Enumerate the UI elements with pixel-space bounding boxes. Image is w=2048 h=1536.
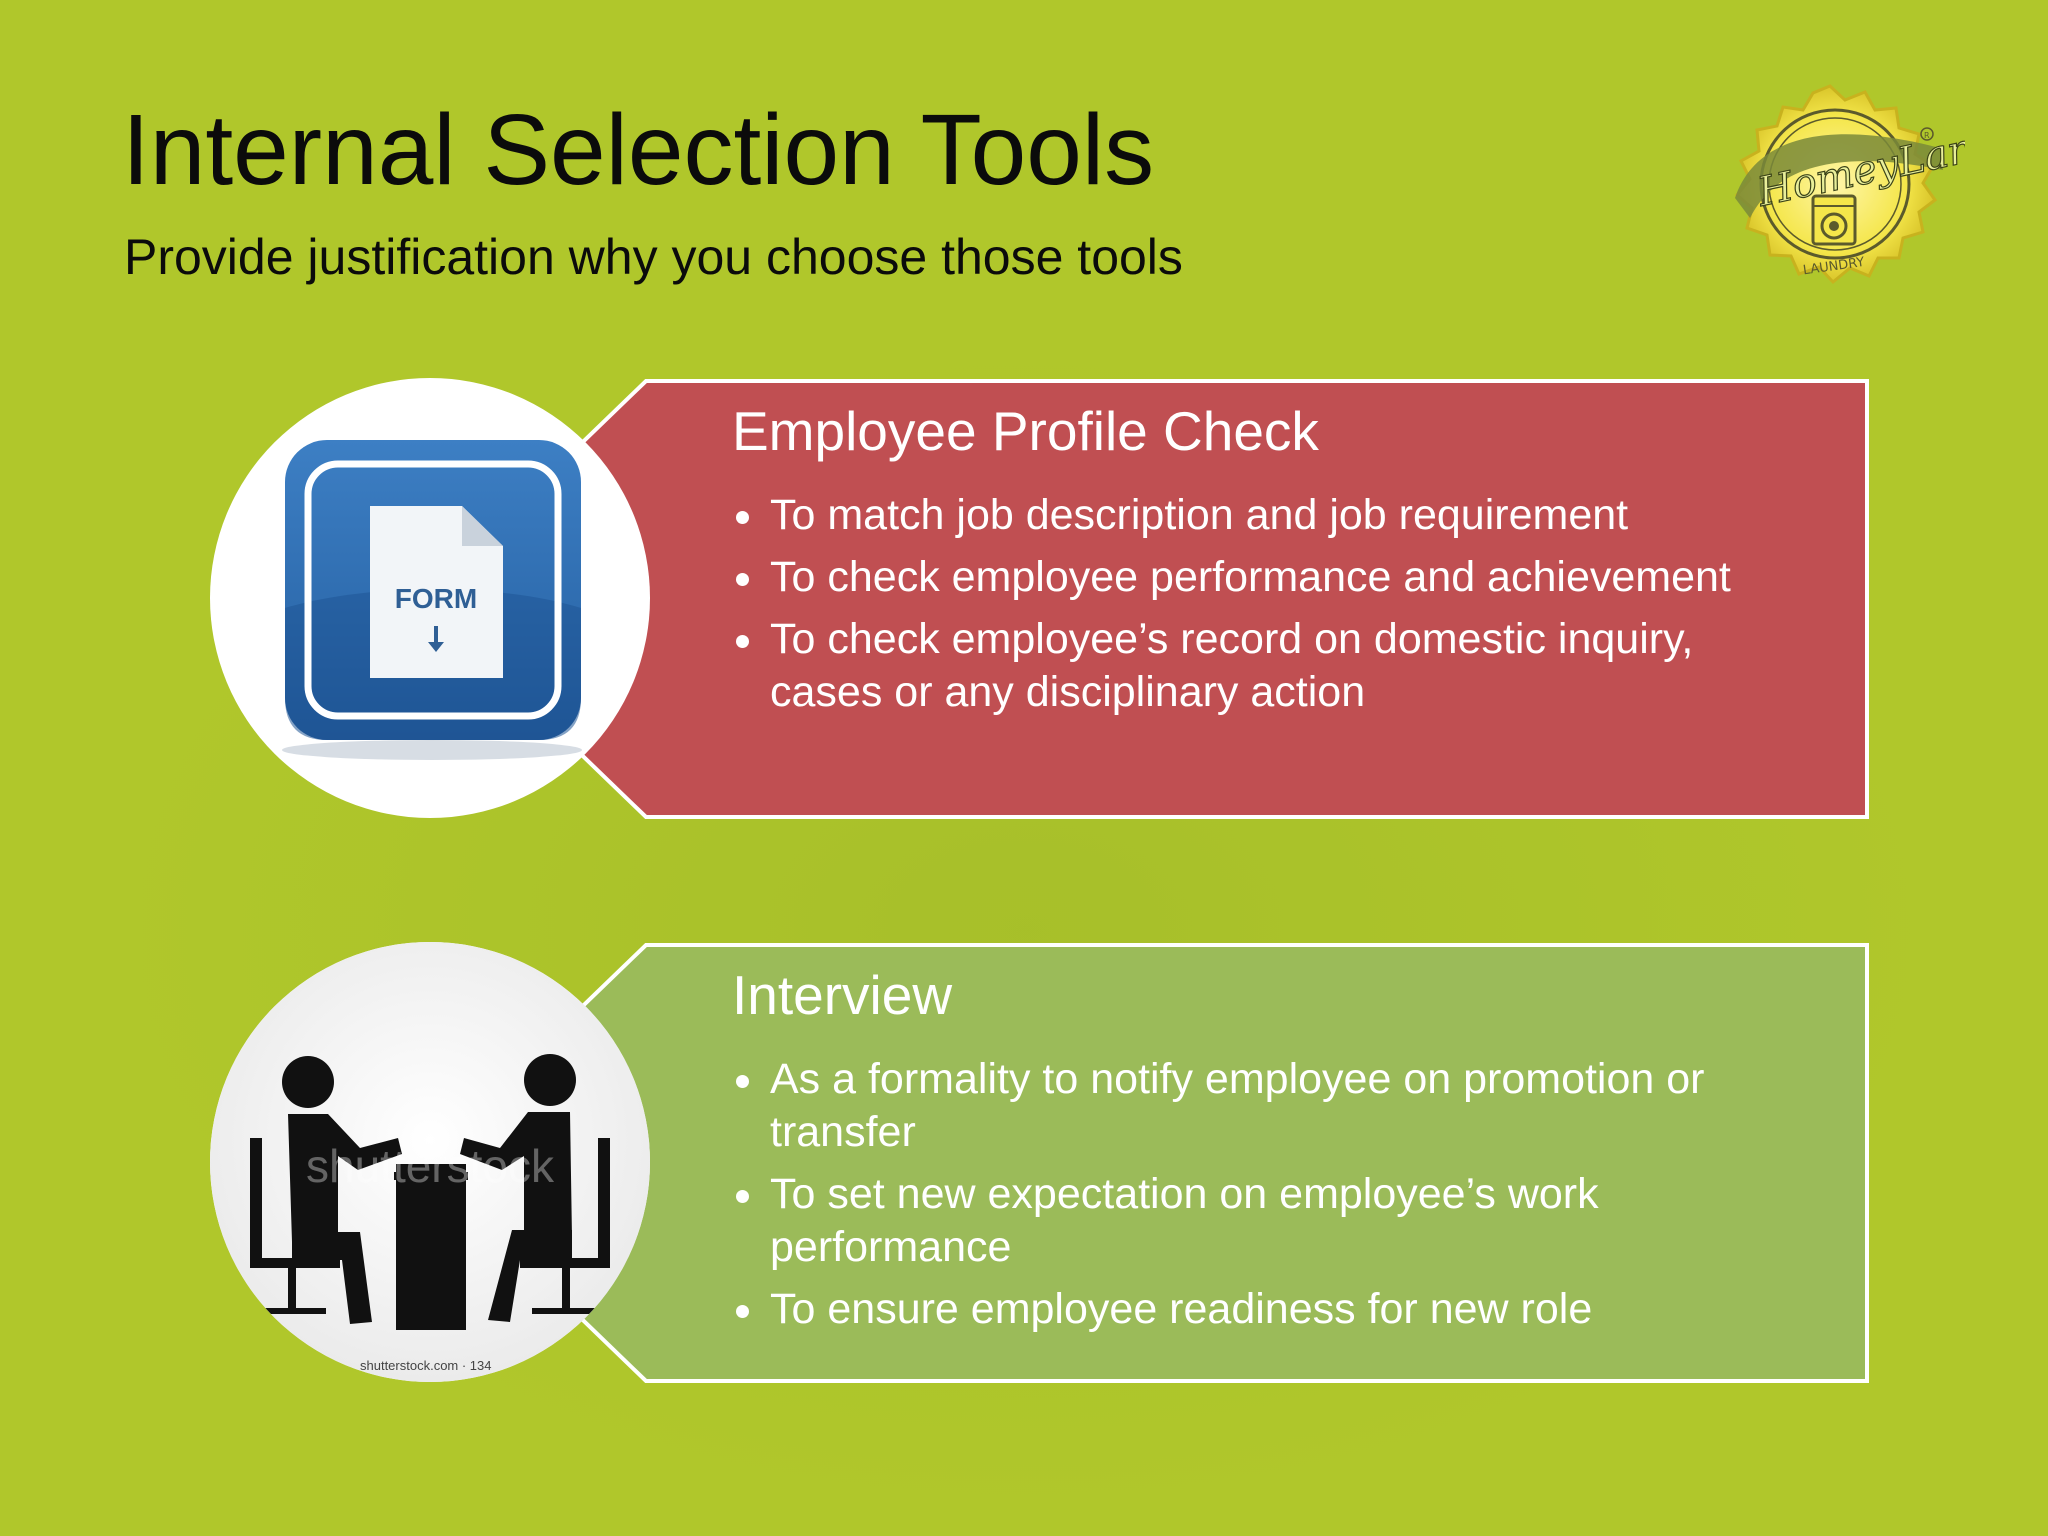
watermark-url: shutterstock.com · 134 <box>360 1358 492 1373</box>
tool-bullet-list: As a formality to notify employee on pro… <box>732 1053 1772 1336</box>
bullet-item: To check employee’s record on domestic i… <box>732 613 1772 719</box>
interview-content: Interview As a formality to notify emplo… <box>732 964 1772 1345</box>
bullet-item: To set new expectation on employee’s wor… <box>732 1168 1772 1274</box>
bullet-item: To check employee performance and achiev… <box>732 551 1772 604</box>
employee-profile-check-content: Employee Profile Check To match job desc… <box>732 400 1772 728</box>
company-logo: HomeyLand LAUNDRY R <box>1695 78 2003 308</box>
form-label: FORM <box>395 583 477 614</box>
tool-heading: Employee Profile Check <box>732 400 1319 462</box>
form-icon-circle: FORM <box>210 378 650 818</box>
svg-text:R: R <box>1924 131 1930 140</box>
tool-heading: Interview <box>732 964 953 1026</box>
form-download-icon: FORM <box>282 440 582 760</box>
washing-machine-icon <box>1811 194 1857 246</box>
interview-icon: shutterstock shutterstock.com · 134 <box>210 942 650 1382</box>
watermark-text: shutterstock <box>306 1140 555 1192</box>
slide-title: Internal Selection Tools <box>122 94 1155 206</box>
bullet-item: To ensure employee readiness for new rol… <box>732 1283 1772 1336</box>
bullet-item: To match job description and job require… <box>732 489 1772 542</box>
bullet-item: As a formality to notify employee on pro… <box>732 1053 1772 1159</box>
slide-subtitle: Provide justification why you choose tho… <box>124 229 1183 285</box>
employee-profile-check-panel <box>560 378 1870 820</box>
interview-icon-circle: shutterstock shutterstock.com · 134 <box>210 942 650 1382</box>
tool-bullet-list: To match job description and job require… <box>732 489 1772 719</box>
